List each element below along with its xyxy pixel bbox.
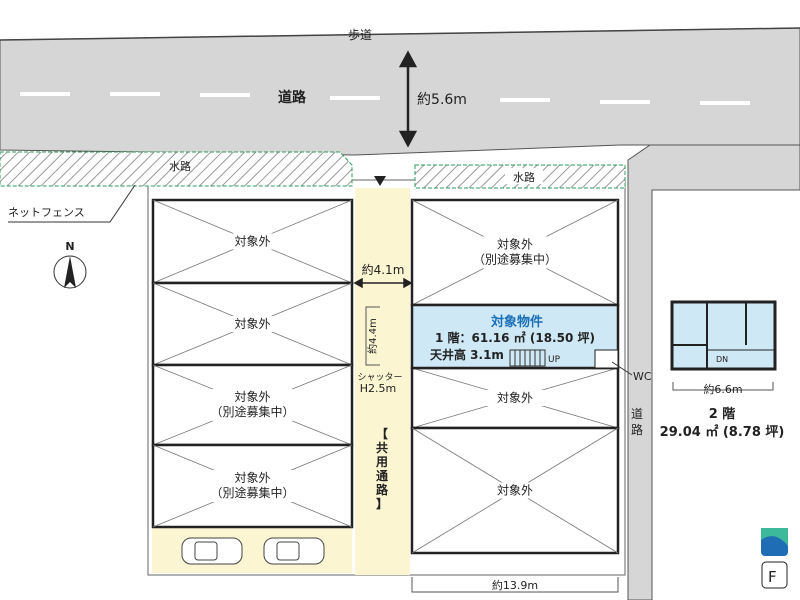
sidewalk-label: 歩道: [348, 27, 372, 42]
lot-title: 対象外: [234, 317, 270, 331]
road-right-label: 道路: [631, 407, 643, 437]
common-passage: [355, 188, 410, 575]
target-property[interactable]: [410, 303, 620, 370]
lot-title: 対象外: [234, 235, 270, 249]
common-passage-char: 路: [376, 482, 389, 497]
lot-title: 対象外: [497, 238, 533, 252]
road-width-label: 約5.6m: [417, 92, 467, 108]
property-ceiling-height: 天井高 3.1m: [430, 347, 504, 362]
road-right-char: 道: [631, 407, 643, 421]
lot-title: 対象外: [497, 391, 533, 405]
lot-left-1: 対象外: [151, 281, 354, 367]
stairs-down-label: DN: [716, 355, 728, 364]
company-logo-icon: [761, 528, 788, 556]
common-passage-char: 【: [376, 426, 388, 441]
car-icon: [263, 537, 325, 565]
frontage-label: 約13.9m: [492, 578, 538, 592]
wc-leader: [611, 361, 633, 376]
road-top: [0, 27, 800, 600]
svg-text:N: N: [65, 240, 74, 253]
sidewalk-edge: [0, 27, 800, 41]
net-fence-leader: [8, 184, 136, 223]
common-passage-char: 】: [376, 496, 388, 511]
passage-width-arrow: [353, 277, 413, 289]
net-fence-label: ネットフェンス: [8, 206, 85, 219]
lot-subtitle: （別途募集中）: [210, 404, 294, 419]
common-passage-char: 用: [375, 455, 388, 469]
car-icon: [181, 537, 243, 565]
lot-title: 対象外: [234, 390, 270, 404]
frontage-bracket: [411, 577, 619, 593]
floor2-area: 29.04 ㎡ (8.78 坪): [660, 424, 785, 440]
lot-title: 対象外: [497, 484, 533, 498]
floor2-width-bracket: [672, 382, 774, 391]
waterway-left: [0, 151, 353, 187]
lot-right-2: 対象外: [410, 426, 620, 555]
floor2-plan: DN: [670, 300, 777, 371]
north-compass-icon: N: [53, 240, 87, 289]
lot-left-0: 対象外: [151, 198, 354, 285]
stairs-up-label: UP: [548, 355, 561, 365]
passage-depth-label: 約4.4m: [366, 318, 379, 354]
floorplan-file-icon[interactable]: F: [761, 561, 788, 589]
lot-left-3: 対象外（別途募集中）: [151, 443, 354, 529]
entrance-marker-icon: [374, 176, 386, 186]
waterway-left-label: 水路: [169, 160, 191, 173]
road-right-char: 路: [631, 422, 643, 437]
common-passage-char: 共: [376, 440, 388, 455]
stairs-icon: [509, 349, 546, 367]
common-passage-char: 通: [376, 468, 388, 483]
shutter-height-label: H2.5m: [360, 382, 396, 395]
property-title: 対象物件: [490, 314, 543, 330]
lot-right-0: 対象外（別途募集中）: [410, 198, 620, 307]
lot-subtitle: （別途募集中）: [210, 485, 294, 500]
lot-right-1: 対象外: [410, 366, 620, 430]
wc-label: WC: [633, 370, 652, 383]
passage-width-label: 約4.1m: [362, 262, 405, 277]
lot-title: 対象外: [234, 471, 270, 485]
property-floor1-area: 1 階：61.16 ㎡ (18.50 坪): [435, 330, 595, 345]
lot-left-2: 対象外（別途募集中）: [151, 363, 354, 447]
passage-depth-bracket: [365, 306, 380, 366]
waterway-right-label: 水路: [513, 171, 535, 184]
road-center-dashes: [20, 92, 750, 105]
floor2-width-label: 約6.6m: [703, 382, 742, 396]
lot-subtitle: （別途募集中）: [473, 252, 557, 267]
floor2-title: 2 階: [709, 406, 736, 422]
wc-room: [594, 349, 619, 369]
svg-text:F: F: [768, 568, 777, 586]
shutter-label: シャッター: [357, 372, 402, 383]
road-width-arrow: [398, 50, 418, 148]
road-top-label: 道路: [278, 89, 307, 106]
